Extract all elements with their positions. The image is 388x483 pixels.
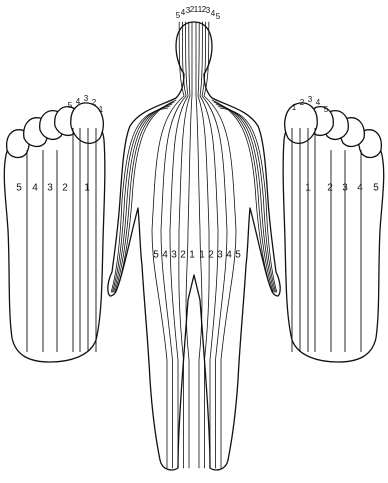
right-foot: 1 2 3 4 5 1 2 3 4 5 (283, 95, 384, 362)
left-foot-sole-label: 3 (47, 183, 53, 194)
right-foot-toe-label: 3 (308, 95, 313, 104)
body-zone-label: 1 (189, 250, 195, 261)
body-outline (108, 22, 280, 470)
body-zone-label: 1 (199, 250, 205, 261)
body-zone-label: 4 (226, 250, 232, 261)
right-foot-sole-label: 4 (357, 183, 363, 194)
right-foot-toe-label: 1 (292, 103, 297, 112)
left-foot-sole-label: 1 (84, 183, 90, 194)
body-zone-label: 4 (162, 250, 168, 261)
left-foot-toe-label: 5 (68, 101, 73, 110)
body-zone-label: 2 (208, 250, 214, 261)
left-foot: 5 4 3 2 1 5 4 3 2 1 (4, 94, 105, 362)
left-foot-toe-label: 4 (76, 97, 81, 106)
left-foot-sole-label: 5 (16, 183, 22, 194)
right-foot-sole-label: 3 (342, 183, 348, 194)
left-foot-toe-label: 3 (84, 94, 89, 103)
head-zone-label: 5 (216, 12, 221, 21)
body-zone-label: 3 (217, 250, 223, 261)
right-foot-toe-label: 2 (300, 98, 305, 107)
body-zone-label: 5 (235, 250, 241, 261)
right-foot-sole-label: 1 (305, 183, 311, 194)
human-figure: 5 4 3 2 1 1 2 3 4 5 5 4 3 2 1 1 2 3 4 5 (108, 5, 280, 470)
body-zone-label: 2 (180, 250, 186, 261)
left-foot-sole-label: 4 (32, 183, 38, 194)
body-zone-label: 5 (153, 250, 159, 261)
left-foot-toe-label: 2 (92, 98, 97, 107)
right-foot-toe-label: 5 (324, 105, 329, 114)
right-foot-sole-label: 2 (327, 183, 333, 194)
right-foot-toe-label: 4 (316, 98, 321, 107)
right-foot-sole-label: 5 (373, 183, 379, 194)
left-foot-toe-label: 1 (99, 105, 104, 114)
body-zone-label: 3 (171, 250, 177, 261)
left-foot-sole-label: 2 (62, 183, 68, 194)
